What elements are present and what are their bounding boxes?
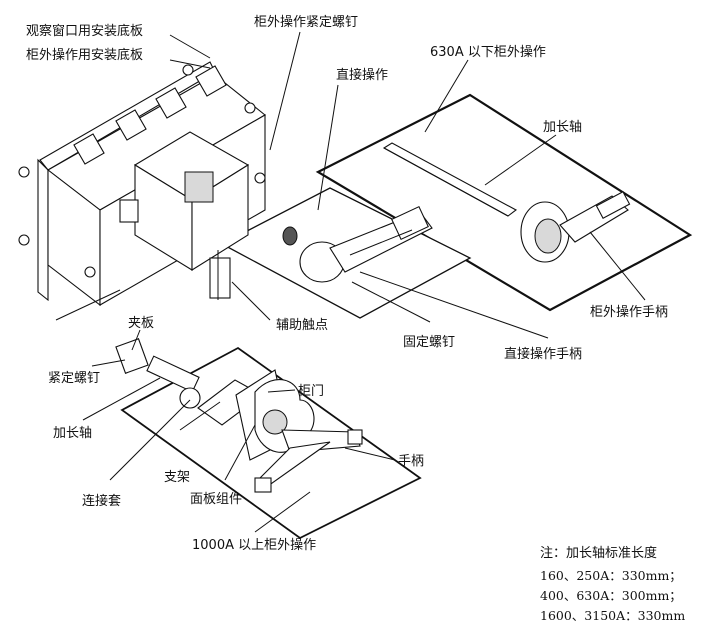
label-direct-handle: 直接操作手柄: [504, 347, 583, 362]
panel-630a-board: [315, 93, 693, 312]
label-outside-handle: 柜外操作手柄: [590, 305, 669, 320]
label-outside-plate: 柜外操作用安装底板: [26, 48, 144, 63]
clamp-assembly: [115, 338, 201, 409]
outside-handle-part: [520, 191, 631, 263]
label-handle: 手柄: [398, 454, 425, 469]
label-panel-assembly: 面板组件: [190, 492, 243, 507]
note-line-3: 1600、3150A：330mm: [540, 608, 686, 623]
handle-part: [254, 429, 363, 493]
label-coupling: 连接套: [82, 494, 122, 509]
label-op-1000a: 1000A 以上柜外操作: [192, 538, 317, 553]
label-direct-op: 直接操作: [336, 68, 389, 83]
aux-contact-part: [209, 257, 231, 299]
direct-handle-part: [282, 205, 433, 283]
label-aux-contact: 辅助触点: [276, 318, 329, 333]
leader-lines: [55, 31, 646, 533]
note-line-2: 400、630A：300mm；: [540, 588, 682, 603]
label-outside-fix-screw: 柜外操作紧定螺钉: [254, 15, 359, 30]
note-title: 注：加长轴标准长度: [540, 546, 658, 561]
label-bracket: 支架: [164, 470, 191, 485]
label-cabinet-door: 柜门: [298, 384, 325, 399]
switch-body: [18, 61, 266, 307]
label-ext-shaft-bottom: 加长轴: [53, 426, 93, 441]
label-window-plate: 观察窗口用安装底板: [26, 24, 144, 39]
label-clamp-plate: 夹板: [128, 316, 155, 331]
label-tight-screw: 紧定螺钉: [48, 371, 101, 386]
label-fix-screw: 固定螺钉: [403, 335, 456, 350]
note-line-1: 160、250A：330mm；: [540, 568, 682, 583]
label-ext-shaft-top: 加长轴: [543, 120, 583, 135]
label-op-630a: 630A 以下柜外操作: [430, 45, 546, 60]
